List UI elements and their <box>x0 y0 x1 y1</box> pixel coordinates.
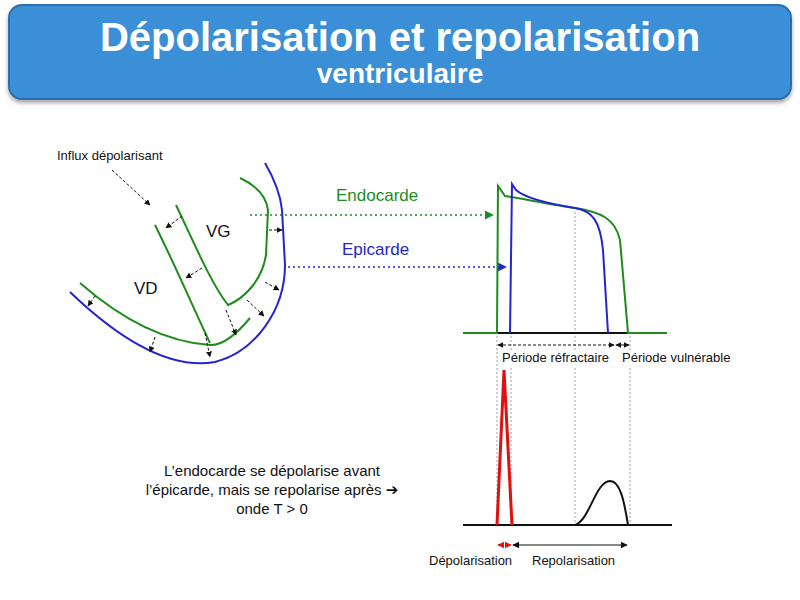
chamber-label: VG <box>204 222 233 242</box>
vulnerable-arrow <box>616 345 629 346</box>
epicardium <box>70 163 285 363</box>
period-label: Période réfractaire <box>500 350 611 366</box>
impulse-label: Influx dépolarisant <box>55 148 165 164</box>
repolarisation-arrow <box>513 544 627 545</box>
title-banner: Dépolarisation et repolarisationventricu… <box>8 4 792 100</box>
septum-rv-side <box>155 225 210 343</box>
qrs-complex <box>497 370 512 525</box>
endocardium-projection <box>250 214 493 216</box>
chamber-label: VD <box>132 279 160 299</box>
explanation-note: L’endocarde se dépolarise avant l’épicar… <box>130 462 414 518</box>
title-text: Dépolarisation et repolarisation <box>20 15 780 59</box>
ventricle-walls <box>70 163 285 363</box>
rv-endocardium <box>80 283 250 345</box>
epicardium-projection <box>288 266 506 268</box>
layer-label: Epicarde <box>340 240 411 260</box>
phase-label: Repolarisation <box>530 553 617 569</box>
guide-lines <box>497 212 630 525</box>
depolarisation-arrow <box>498 544 511 545</box>
epicardium-action-potential <box>510 184 608 333</box>
period-label: Période vulnérable <box>620 350 732 366</box>
t-wave <box>575 481 628 525</box>
wall-arrows <box>88 170 282 357</box>
phase-label: Dépolarisation <box>427 553 514 569</box>
endocardium-action-potential <box>463 186 667 333</box>
ecg-baseline <box>463 524 672 526</box>
layer-label: Endocarde <box>334 186 420 206</box>
lv-endocardium <box>176 178 268 305</box>
refractory-arrow <box>498 345 614 346</box>
subtitle-text: ventriculaire <box>20 59 780 90</box>
